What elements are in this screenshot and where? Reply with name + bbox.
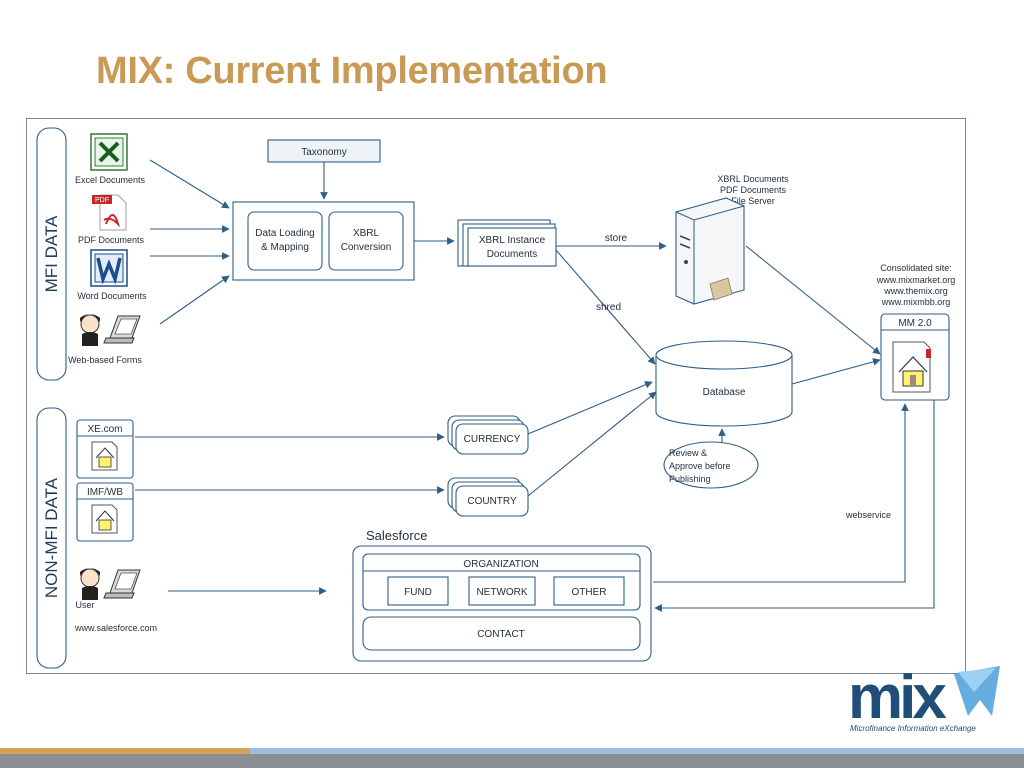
xbrl-instance-line1: XBRL Instance — [479, 235, 546, 246]
server-line2: PDF Documents — [720, 185, 787, 195]
pdf-documents-label: PDF Documents — [78, 235, 145, 245]
salesforce-to-mm-arrow — [653, 403, 909, 583]
data-loading-line2: & Mapping — [261, 242, 309, 253]
consolidated-line1: Consolidated site: — [880, 263, 952, 273]
footer-band-right — [250, 748, 1024, 754]
network-box — [468, 576, 536, 606]
home-page-icon — [91, 504, 118, 534]
shred-arrow — [555, 249, 656, 365]
other-label: OTHER — [572, 587, 607, 598]
xbrl-instance-line2: Documents — [487, 249, 538, 260]
country-to-db-arrow — [527, 391, 657, 497]
other-box — [553, 576, 625, 606]
country-stack — [447, 477, 529, 517]
salesforce-site-label: www.salesforce.com — [74, 623, 157, 633]
mm-label: MM 2.0 — [898, 318, 932, 329]
file-server-icon — [675, 197, 745, 305]
logo-wordmark: mix — [848, 663, 947, 732]
home-page-icon — [892, 341, 931, 393]
network-label: NETWORK — [476, 587, 527, 598]
slide-title: MIX: Current Implementation — [96, 50, 608, 92]
excel-icon — [90, 133, 128, 171]
server-to-mm-arrow — [745, 245, 881, 355]
non-mfi-data-label: NON-MFI DATA — [42, 477, 61, 598]
server-line3: File Server — [731, 196, 775, 206]
xbrl-conversion-box — [328, 211, 404, 271]
taxonomy-label: Taxonomy — [301, 147, 347, 158]
xbrl-instance-documents — [457, 219, 557, 267]
server-line1: XBRL Documents — [717, 174, 789, 184]
web-forms-label: Web-based Forms — [68, 355, 142, 365]
contact-box — [362, 616, 641, 651]
non-mfi-data-group: NON-MFI DATA — [36, 407, 67, 669]
imf-label: IMF/WB — [87, 487, 123, 498]
mix-logo: mix — [848, 663, 1000, 732]
review-line1: Review & — [669, 448, 707, 458]
xbrl-conversion-line1: XBRL — [353, 228, 380, 239]
database-label: Database — [703, 387, 746, 398]
excel-documents-label: Excel Documents — [75, 175, 146, 185]
salesforce-title: Salesforce — [366, 528, 427, 543]
web-forms-arrow — [159, 275, 230, 325]
home-page-icon — [91, 441, 118, 471]
logo-tagline: Microfinance Information eXchange — [850, 724, 976, 733]
country-label: COUNTRY — [467, 496, 517, 507]
fund-box — [387, 576, 449, 606]
review-approve-node — [663, 441, 759, 489]
contact-label: CONTACT — [477, 629, 525, 640]
consolidated-line4: www.mixmbb.org — [881, 297, 951, 307]
word-documents-label: Word Documents — [77, 291, 147, 301]
word-icon — [90, 249, 128, 287]
currency-to-db-arrow — [527, 381, 653, 435]
footer-band-left — [0, 748, 250, 754]
review-line3: Publishing — [669, 474, 711, 484]
webservice-label: webservice — [845, 510, 891, 520]
pdf-icon: PDF — [92, 194, 127, 231]
organization-label: ORGANIZATION — [463, 559, 538, 570]
db-to-mm-arrow — [791, 358, 881, 385]
pdf-icon-text: PDF — [95, 197, 109, 204]
consolidated-line2: www.mixmarket.org — [876, 275, 956, 285]
data-loading-box — [247, 211, 323, 271]
xe-label: XE.com — [87, 424, 122, 435]
consolidated-line3: www.themix.org — [883, 286, 948, 296]
user-tag: User — [75, 600, 94, 610]
database-icon — [655, 340, 793, 427]
user-laptop-icon — [80, 314, 141, 346]
review-line2: Approve before — [669, 461, 731, 471]
currency-stack — [447, 415, 529, 455]
xbrl-conversion-line2: Conversion — [341, 242, 392, 253]
fund-label: FUND — [404, 587, 432, 598]
mm-to-salesforce-arrow — [654, 400, 935, 612]
store-label: store — [605, 233, 628, 244]
shred-label: shred — [596, 302, 621, 313]
excel-arrow — [149, 159, 230, 209]
mfi-data-label: MFI DATA — [42, 215, 61, 292]
data-loading-line1: Data Loading — [255, 228, 315, 239]
mfi-data-group: MFI DATA — [36, 127, 67, 381]
footer-bottom — [0, 754, 1024, 768]
currency-label: CURRENCY — [464, 434, 521, 445]
user-laptop-icon — [80, 568, 141, 600]
